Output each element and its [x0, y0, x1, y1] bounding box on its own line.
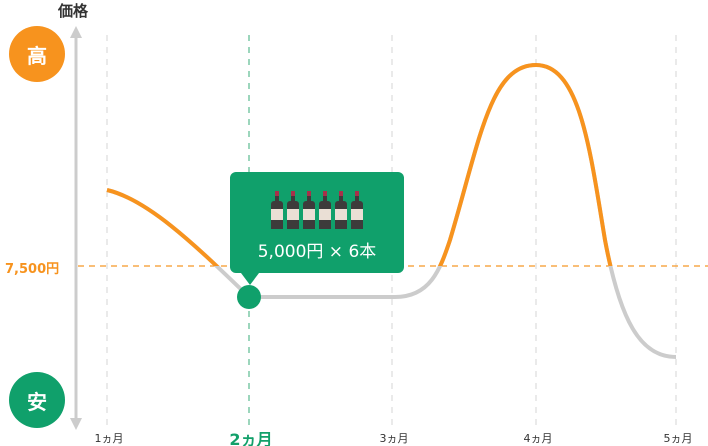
y-axis-arrow-down — [70, 418, 82, 430]
wine-bottle-icon — [335, 191, 347, 229]
y-axis-title: 価格 — [58, 2, 89, 20]
reference-label: 7,500円 — [5, 262, 60, 277]
y-axis-arrow-up — [70, 26, 82, 38]
x-label: 1ヵ月 — [94, 432, 124, 445]
x-label: 4ヵ月 — [523, 432, 553, 445]
wine-bottle-icon — [351, 191, 363, 229]
tooltip-price-text: 5,000円 × 6本 — [257, 242, 377, 262]
low-badge: 安 — [9, 372, 65, 428]
x-label: 5ヵ月 — [663, 432, 693, 445]
high-badge: 高 — [9, 26, 65, 82]
wine-bottle-icon — [319, 191, 331, 229]
wine-bottle-icon — [271, 191, 283, 229]
x-label-active: 2ヵ月 — [229, 430, 273, 446]
x-label: 3ヵ月 — [379, 432, 409, 445]
wine-bottle-icon — [287, 191, 299, 229]
selected-point[interactable] — [237, 285, 261, 309]
wine-bottles-icon — [230, 191, 404, 229]
price-tooltip: 5,000円 × 6本 — [230, 172, 404, 285]
price-curve-above-reference — [106, 62, 613, 266]
wine-bottle-icon — [303, 191, 315, 229]
